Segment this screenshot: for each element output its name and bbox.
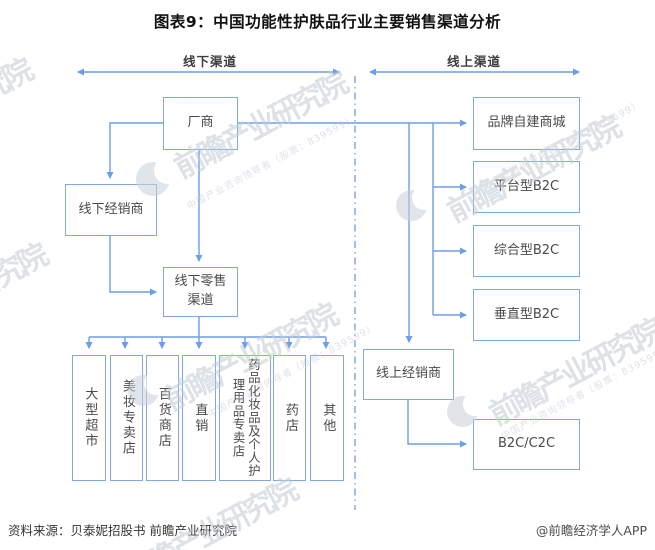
terminal-box: 大型超市 <box>72 355 106 481</box>
terminal-label: 百货商店 <box>155 387 171 449</box>
node-label: 垂直型B2C <box>493 306 560 322</box>
terminal-label: 其他 <box>320 402 336 434</box>
node-label: 平台型B2C <box>493 178 560 194</box>
terminal-box: 其他 <box>310 355 344 481</box>
node-label: 线上经销商 <box>375 366 441 382</box>
terminal-box: 美妆专卖店 <box>110 355 143 481</box>
node-vertical-b2c: 垂直型B2C <box>473 289 580 341</box>
node-platform-b2c: 平台型B2C <box>473 161 580 213</box>
terminal-label: 美妆专卖店 <box>119 379 135 457</box>
node-label: B2C/C2C <box>497 436 556 452</box>
node-label: 线下经销商 <box>78 201 144 217</box>
source-note: 资料来源：贝泰妮招股书 前瞻产业研究院 <box>8 523 237 538</box>
node-offline-retail: 线下零售渠道 <box>163 267 238 317</box>
node-manufacturer: 厂商 <box>163 97 238 150</box>
terminal-box: 药店 <box>273 355 306 481</box>
offline-section-label: 线下渠道 <box>182 54 237 69</box>
terminal-box: 百货商店 <box>146 355 179 481</box>
node-label: 综合型B2C <box>493 242 560 258</box>
terminal-label: 大型超市 <box>82 387 98 449</box>
node-brand-mall: 品牌自建商城 <box>473 97 580 150</box>
node-label: 品牌自建商城 <box>487 115 566 131</box>
node-comprehensive-b2c: 综合型B2C <box>473 225 580 277</box>
terminal-label: 药店 <box>282 402 298 434</box>
node-label: 线下零售渠道 <box>174 274 227 308</box>
terminal-box: 直销 <box>182 355 216 481</box>
terminal-label: 药品化妆品及个人护理用品专卖店 <box>231 358 261 478</box>
node-label: 厂商 <box>187 115 214 131</box>
figure-title: 图表9：中国功能性护肤品行业主要销售渠道分析 <box>153 13 502 31</box>
online-section-label: 线上渠道 <box>446 54 501 69</box>
node-offline-distributor: 线下经销商 <box>65 184 157 236</box>
terminal-label: 直销 <box>192 402 208 434</box>
credit-note: @前瞻经济学人APP <box>535 523 647 538</box>
node-b2c-c2c: B2C/C2C <box>473 419 580 470</box>
node-online-distributor: 线上经销商 <box>363 349 454 400</box>
terminal-box: 药品化妆品及个人护理用品专卖店 <box>219 355 271 481</box>
